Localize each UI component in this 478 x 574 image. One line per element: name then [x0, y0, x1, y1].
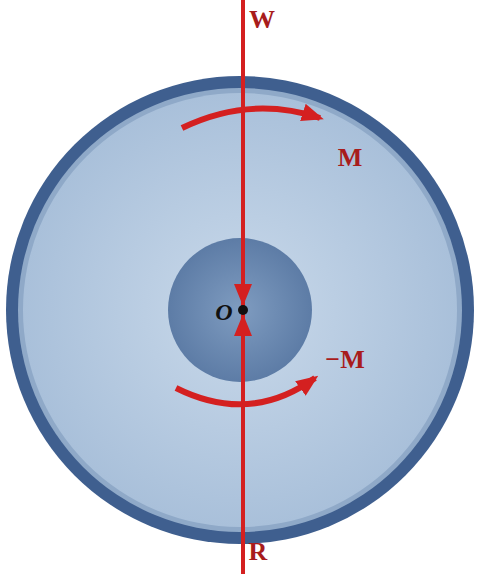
wheel — [6, 76, 474, 544]
point-label: O — [215, 300, 232, 324]
moment-label: M — [338, 145, 363, 171]
outer-rim — [6, 76, 474, 544]
moment-label: −M — [325, 347, 364, 373]
force-arrow-w — [241, 250, 245, 302]
hub — [168, 238, 312, 382]
center-point — [238, 305, 248, 315]
force-label: R — [249, 539, 268, 565]
moment-arrow-minus-m — [176, 378, 315, 404]
line-of-action — [241, 0, 245, 574]
force-label: W — [249, 7, 275, 33]
rim-inner-edge — [18, 88, 462, 532]
wheel-disk — [23, 93, 457, 527]
moment-arrow-m — [182, 109, 320, 128]
force-arrow-r — [241, 318, 245, 372]
